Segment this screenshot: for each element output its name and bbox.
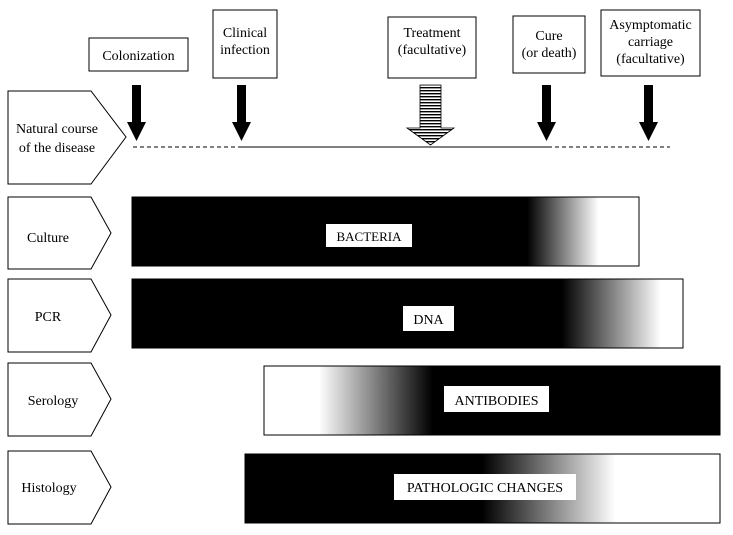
event-clinical-infection-line1: Clinical (223, 26, 267, 41)
bar-histology: PATHOLOGIC CHANGES (244, 453, 721, 524)
row-label-natural-course-line2: of the disease (19, 141, 95, 156)
row-label-pcr-text: PCR (35, 310, 62, 325)
bar-pcr: DNA (131, 278, 684, 349)
arrow-colonization-icon (127, 85, 146, 141)
row-label-serology: Serology (7, 362, 112, 437)
event-treatment-line2: (facultative) (398, 43, 467, 58)
bar-serology: ANTIBODIES (263, 365, 721, 436)
event-cure-line1: Cure (535, 29, 562, 44)
event-cure: Cure (or death) (512, 15, 586, 74)
event-asymptomatic-line1: Asymptomatic (609, 18, 691, 33)
event-clinical-infection-line2: infection (220, 43, 270, 58)
bar-culture-label: BACTERIA (337, 229, 403, 244)
arrow-treatment-striped-icon (405, 84, 456, 146)
event-colonization: Colonization (88, 37, 189, 72)
arrow-clinical-infection-icon (232, 85, 251, 141)
bar-culture: BACTERIA (131, 196, 640, 267)
row-label-natural-course-line1: Natural course (16, 122, 98, 137)
event-asymptomatic-line3: (facultative) (616, 52, 685, 67)
bar-serology-label: ANTIBODIES (455, 394, 539, 409)
event-asymptomatic-line2: carriage (628, 35, 673, 50)
bar-pcr-label: DNA (413, 313, 444, 328)
bar-histology-label: PATHOLOGIC CHANGES (407, 481, 563, 496)
event-cure-line2: (or death) (522, 46, 577, 61)
row-label-pcr: PCR (7, 278, 112, 353)
row-label-histology: Histology (7, 450, 112, 525)
event-asymptomatic-carriage: Asymptomatic carriage (facultative) (600, 9, 701, 77)
row-label-culture: Culture (7, 196, 112, 270)
event-clinical-infection: Clinical infection (212, 9, 278, 79)
arrow-cure-icon (537, 85, 556, 141)
arrow-asymptomatic-carriage-icon (639, 85, 658, 141)
row-label-culture-text: Culture (27, 231, 69, 246)
event-treatment: Treatment (facultative) (387, 16, 477, 79)
row-label-natural-course: Natural course of the disease (7, 90, 127, 185)
event-colonization-label: Colonization (102, 49, 174, 64)
event-treatment-line1: Treatment (403, 26, 460, 41)
row-label-serology-text: Serology (28, 394, 79, 409)
row-label-histology-text: Histology (21, 481, 76, 496)
